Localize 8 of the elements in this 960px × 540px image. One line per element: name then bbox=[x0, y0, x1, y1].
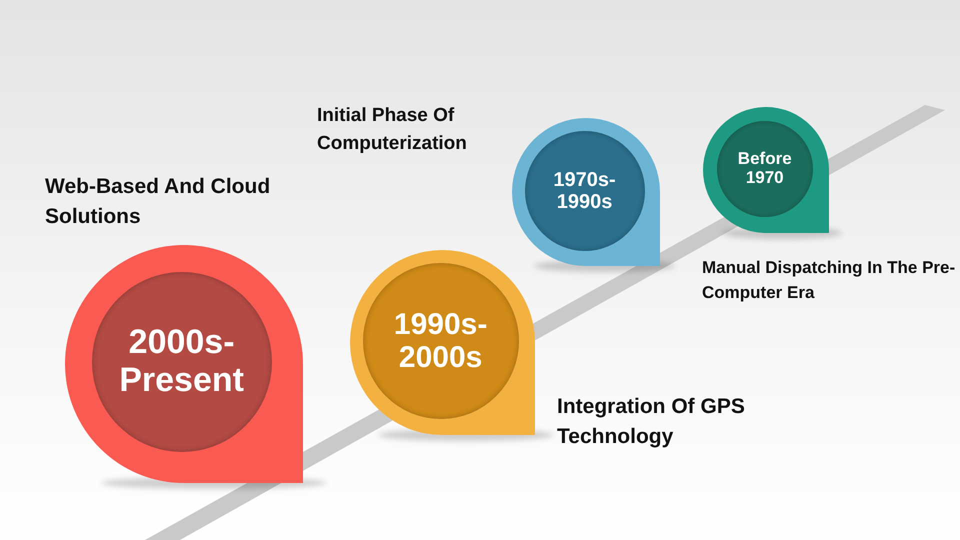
era-badge: Before 1970 bbox=[716, 120, 813, 217]
era-heading: Manual Dispatching In The Pre-Computer Era bbox=[702, 257, 956, 304]
era-heading: Web-Based And Cloud Solutions bbox=[45, 174, 272, 230]
era-badge: 1990s- 2000s bbox=[362, 262, 519, 419]
era-heading: Integration Of GPS Technology bbox=[557, 394, 746, 450]
era-heading: Initial Phase Of Computerization bbox=[317, 104, 468, 156]
era-badge: 1970s- 1990s bbox=[524, 130, 645, 251]
era-badge: 2000s- Present bbox=[92, 272, 272, 452]
